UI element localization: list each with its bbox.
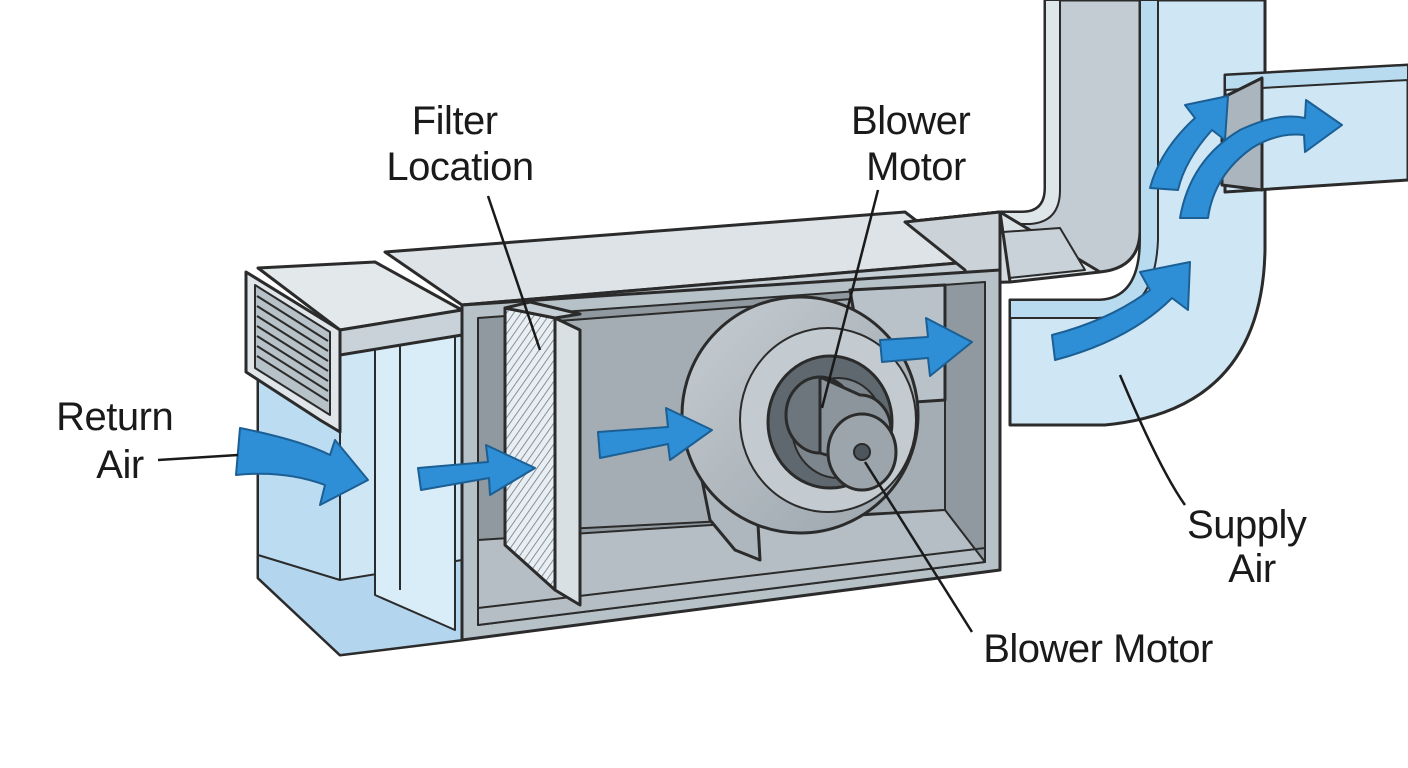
return-grille-icon [244, 270, 342, 434]
leader-filter [486, 195, 542, 351]
airflow-arrow-icon [879, 317, 973, 377]
label-filter-location: Filter Location [386, 99, 533, 189]
airflow-arrow-icon [417, 444, 536, 496]
airflow-arrow-icon [1051, 261, 1191, 361]
blower-motor-icon [784, 375, 898, 492]
airflow-arrow-icon [597, 407, 713, 461]
leader-lines [157, 189, 1187, 633]
label-blower-motor-bottom: Blower Motor [983, 627, 1213, 671]
leader-blower-motor-bottom [863, 461, 974, 633]
leader-supply-air [1118, 374, 1187, 506]
leader-return-air [157, 453, 239, 462]
label-return-air: Return Air [56, 395, 184, 487]
label-supply-air: Supply Air [1187, 503, 1317, 591]
airflow-arrows [235, 95, 1343, 506]
label-blower-motor-top: Blower Motor [851, 99, 981, 189]
leader-blower-motor-top [820, 189, 880, 409]
airflow-arrow-icon [1149, 95, 1229, 191]
airflow-arrow-icon [235, 427, 369, 506]
labels: Return Air Filter Location Blower Motor … [56, 99, 1317, 671]
blower-assembly [680, 283, 947, 562]
airflow-arrow-icon [1179, 99, 1343, 219]
filter-panel-icon [503, 300, 582, 607]
